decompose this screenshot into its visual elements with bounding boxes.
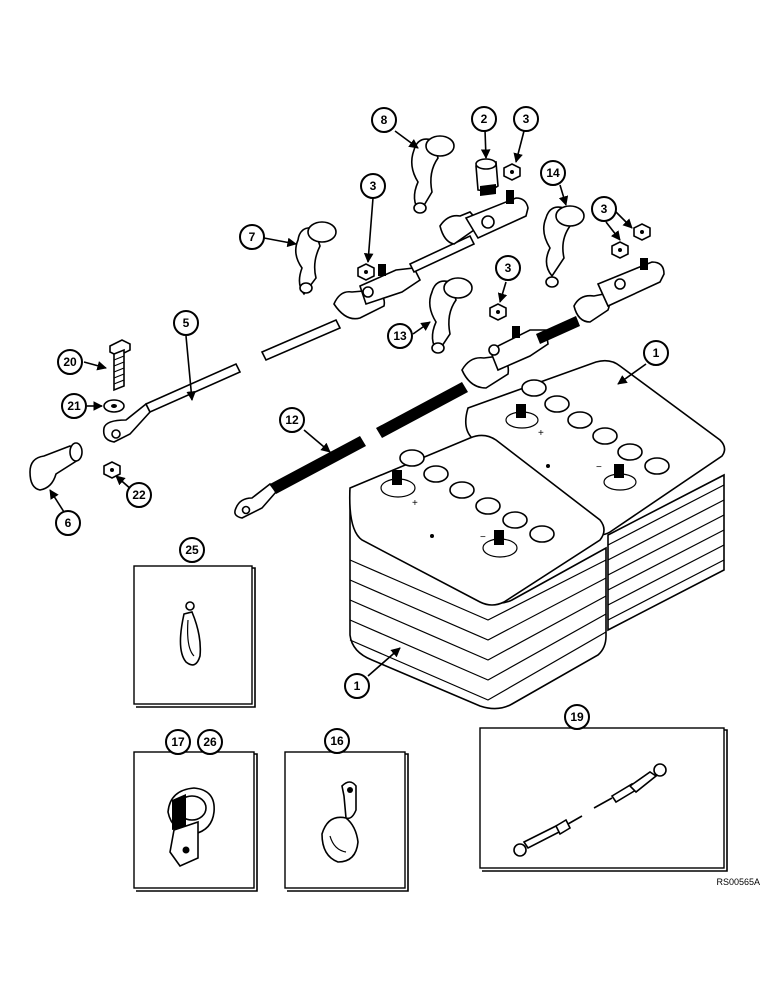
clamp-part-17 [167,787,215,867]
svg-text:1: 1 [653,346,660,360]
svg-text:3: 3 [601,202,608,216]
callout-1-top: 1 [643,340,669,366]
svg-text:7: 7 [249,230,256,244]
svg-text:16: 16 [330,734,344,748]
callout-2: 2 [471,106,497,132]
front-minus-label: − [480,532,486,543]
svg-text:12: 12 [285,413,299,427]
rear-plus-label: + [538,428,544,439]
nut-part-22 [103,461,121,479]
svg-text:21: 21 [67,399,81,413]
callout-19: 19 [564,704,590,730]
callout-1-bottom: 1 [344,673,370,699]
svg-text:2: 2 [481,112,488,126]
cable-5 [102,190,529,443]
svg-text:1: 1 [354,679,361,693]
leader-lines [49,129,647,677]
callout-3-center: 3 [495,255,521,281]
svg-text:6: 6 [65,516,72,530]
callout-8: 8 [371,107,397,133]
front-plus-label: + [412,498,418,509]
callout-17: 17 [165,729,191,755]
callout-16: 16 [324,728,350,754]
nut-part-3-d [633,223,651,241]
ground-strap-part-19 [513,763,667,857]
svg-text:17: 17 [171,735,185,749]
callout-12: 12 [279,407,305,433]
svg-text:19: 19 [570,710,584,724]
svg-text:8: 8 [381,113,388,127]
terminal-boot-part-7 [294,221,337,296]
cable-12 [234,258,665,519]
callout-6: 6 [55,510,81,536]
callout-26: 26 [197,729,223,755]
svg-text:26: 26 [203,735,217,749]
strap-part-25 [179,601,202,666]
clip-part-16 [321,781,359,863]
terminal-cap-part-2 [475,158,499,196]
callout-3-right: 3 [591,196,617,222]
callout-20: 20 [57,349,83,375]
svg-text:22: 22 [132,488,146,502]
callout-21: 21 [61,393,87,419]
svg-text:5: 5 [183,316,190,330]
nut-part-3-a [503,163,521,181]
svg-text:3: 3 [505,261,512,275]
svg-text:14: 14 [546,166,560,180]
inset-box-part-19 [479,727,728,872]
terminal-boot-part-8 [410,135,455,214]
callout-22: 22 [126,482,152,508]
callout-5: 5 [173,310,199,336]
callout-13: 13 [387,323,413,349]
elbow-boot-part-6 [29,442,83,491]
svg-text:20: 20 [63,355,77,369]
inset-box-part-16 [284,751,409,892]
svg-text:25: 25 [185,543,199,557]
nut-part-3-e [611,241,629,259]
callout-25: 25 [179,537,205,563]
nut-part-3-c [489,303,507,321]
callout-3-top: 3 [513,106,539,132]
battery-rear: + − [464,359,726,632]
svg-text:13: 13 [393,329,407,343]
svg-text:3: 3 [370,179,377,193]
inset-box-part-17-26 [133,751,258,892]
svg-text:3: 3 [523,112,530,126]
washer-part-21 [103,399,125,413]
reference-code: RS00565A [716,877,760,887]
callout-14: 14 [540,160,566,186]
rear-minus-label: − [596,462,602,473]
bolt-part-20 [109,339,131,392]
terminal-boot-part-14 [542,205,585,288]
callout-7: 7 [239,224,265,250]
nut-part-3-b [357,263,375,281]
terminal-boot-part-13 [428,277,473,354]
battery-front: + − [348,434,607,710]
inset-box-part-25 [133,565,256,708]
callout-3-mid-left: 3 [360,173,386,199]
